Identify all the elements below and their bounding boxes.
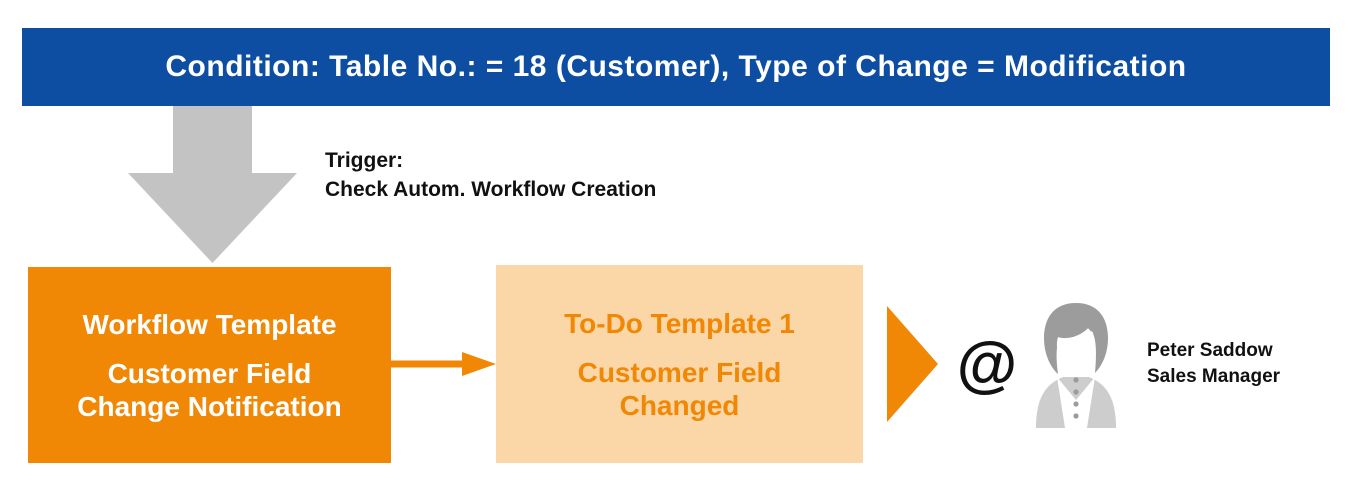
workflow-template-line1: Customer Field <box>107 357 312 389</box>
trigger-label: Trigger: Check Autom. Workflow Creation <box>325 146 656 204</box>
triangle-arrow-icon <box>887 306 938 422</box>
todo-template-line1: Customer Field <box>577 356 782 388</box>
todo-template-title: To-Do Template 1 <box>564 307 795 339</box>
recipient-info: Peter Saddow Sales Manager <box>1147 338 1280 390</box>
trigger-label-line2: Check Autom. Workflow Creation <box>325 178 657 201</box>
condition-banner: Condition: Table No.: = 18 (Customer), T… <box>22 28 1330 106</box>
trigger-label-line1: Trigger: <box>325 149 404 172</box>
workflow-template-title: Workflow Template <box>82 308 337 340</box>
todo-template-line2: Changed <box>619 389 740 421</box>
todo-template-subtitle: Customer Field Changed <box>578 356 782 422</box>
person-icon <box>1036 303 1116 428</box>
recipient-role: Sales Manager <box>1147 366 1281 387</box>
todo-template-box: To-Do Template 1 Customer Field Changed <box>496 265 863 463</box>
right-arrow-icon <box>390 352 496 376</box>
email-at-icon: @ <box>956 329 1018 399</box>
workflow-template-subtitle: Customer Field Change Notification <box>77 357 341 423</box>
recipient-name: Peter Saddow <box>1147 340 1273 361</box>
workflow-template-box: Workflow Template Customer Field Change … <box>28 267 391 463</box>
workflow-template-line2: Change Notification <box>77 390 342 422</box>
down-arrow-icon <box>128 106 297 263</box>
